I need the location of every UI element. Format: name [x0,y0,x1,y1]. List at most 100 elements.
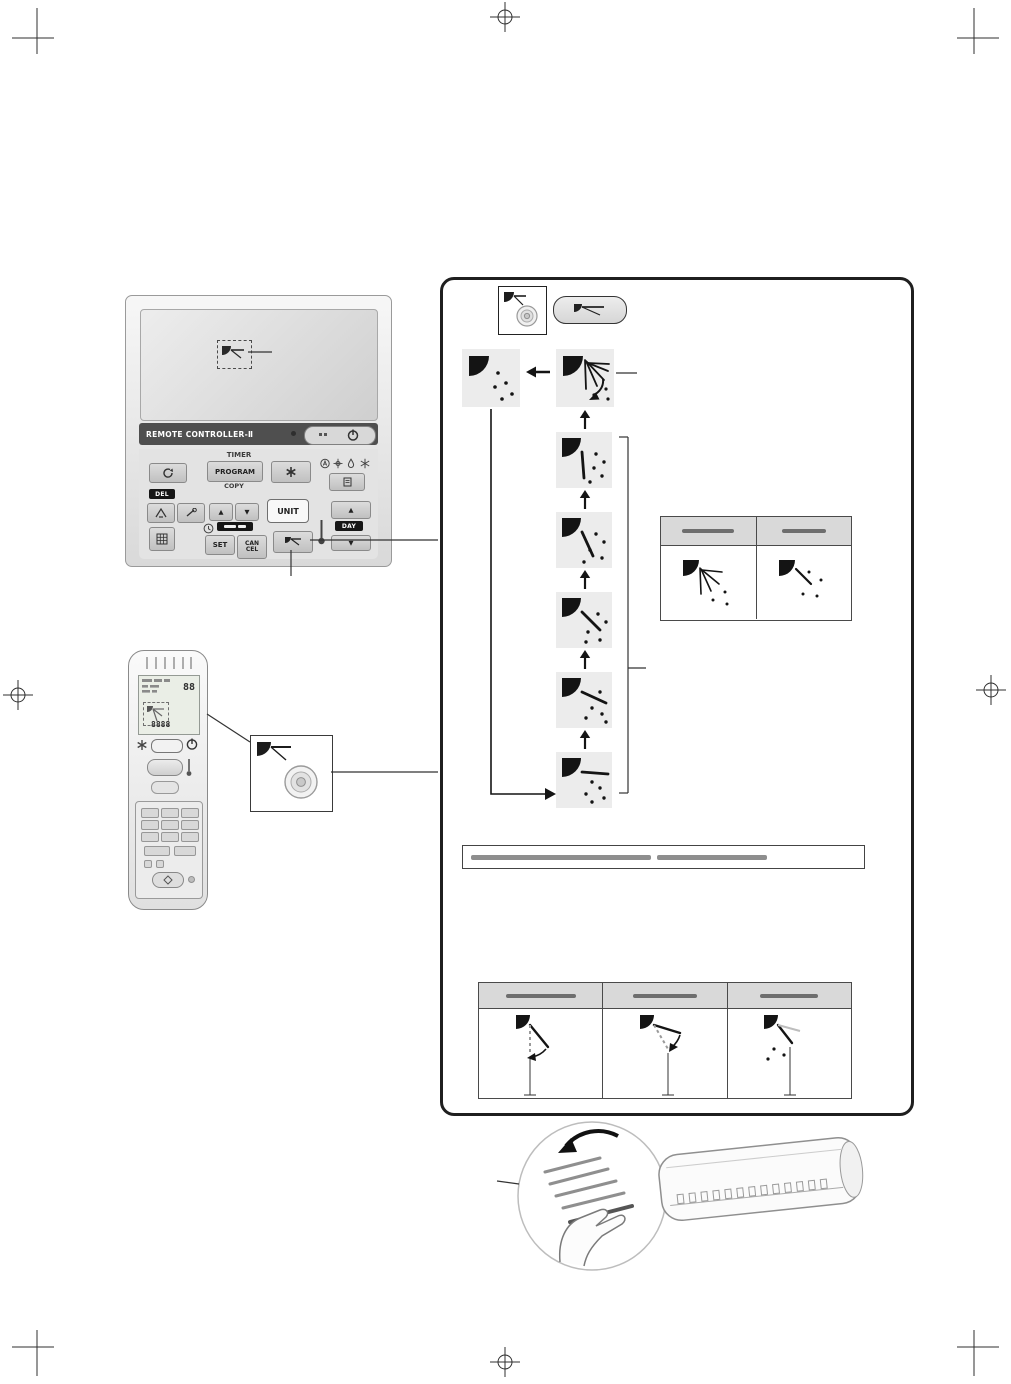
wired-remote-lcd [140,309,378,421]
fan-icon [286,467,296,477]
flap-control-zoom-box [250,735,333,812]
range-icon-heating [515,1015,549,1096]
timer-section-label: TIMER [226,451,252,459]
flap-range-table [478,982,852,1099]
note-text-placeholder-1 [471,854,651,860]
panel-switch-1[interactable] [144,860,152,868]
panel-oval-button[interactable] [152,872,184,888]
wired-remote-controller: REMOTE CONTROLLER-Ⅱ TIMER PROGRAM [125,295,392,567]
up-arrow-icon-2 [579,490,591,509]
day-label: DAY [341,522,357,530]
flap-pill-button[interactable] [553,296,627,324]
panel-button-7[interactable] [141,832,159,842]
power-icon [319,429,359,441]
program-button[interactable]: PROGRAM [207,461,263,482]
stop-cell-icon [778,559,823,597]
wired-remote-keypad: TIMER PROGRAM COPY [139,449,378,559]
flap-range-table-body [479,1009,851,1099]
document-icon [343,477,351,487]
wireless-mode-button[interactable] [151,739,183,753]
timer-off-text-placeholder [224,525,236,528]
left-arrow-icon [526,366,550,378]
flap-button[interactable] [273,531,313,553]
temp-down-button[interactable]: ▼ [331,535,371,551]
flap-control-zoom-graphic [257,742,318,799]
power-button[interactable] [304,425,376,445]
up-arrow-icon-3 [579,570,591,589]
clock-icon [203,523,214,534]
flap-range-table-header [479,983,851,1009]
program-label: PROGRAM [215,467,255,476]
range-cell-2 [602,1009,726,1099]
panel-switch-2[interactable] [156,860,164,868]
range-cell-3 [726,1009,851,1099]
grid-icon [156,533,168,545]
panel-button-9[interactable] [181,832,199,842]
range-icon-cooling [639,1015,682,1096]
thermometer-icon-small [186,759,192,776]
day-tag: DAY [335,521,363,531]
transmitter-vents [146,657,192,669]
flap-icon-position-5 [556,752,612,808]
panel-button-4[interactable] [141,820,159,830]
panel-button-6[interactable] [181,820,199,830]
lcd-temperature-digits: 88 [182,682,195,693]
note-text-placeholder-2 [657,854,767,860]
down-arrow-glyph: ▼ [244,508,250,516]
panel-button-3[interactable] [181,808,199,818]
timer-off-tag [217,522,253,531]
panel-button-10[interactable] [144,846,170,856]
del-tag: DEL [149,489,175,499]
thermometer-icon [318,520,325,545]
panel-button-5[interactable] [161,820,179,830]
remote-name-band: REMOTE CONTROLLER-Ⅱ [139,423,378,445]
copy-label: COPY [224,482,244,490]
flap-indicator-icon [222,346,244,359]
temp-up-button[interactable]: ▲ [331,501,371,519]
wireless-onoff-button[interactable] [147,759,183,776]
cancel-button[interactable]: CAN CEL [237,535,267,559]
panel-button-1[interactable] [141,808,159,818]
lcd-time-digits: 8888 [151,720,171,729]
wireless-lcd: 88 8888 [138,675,200,735]
panel-dot-button[interactable] [188,876,195,883]
mode-button[interactable] [149,463,187,483]
cancel-label-line1: CAN [244,540,260,547]
flap-icon-position-2 [556,512,612,568]
note-bar [462,845,865,869]
timer-down-button[interactable]: ▼ [235,503,259,521]
set-button[interactable]: SET [205,535,235,555]
schedule-button[interactable] [149,527,175,551]
range-header-1 [479,983,602,1008]
panel-button-8[interactable] [161,832,179,842]
vent-button[interactable] [147,503,175,523]
louver-icon [155,508,167,518]
range-header-3 [726,983,851,1008]
range-header-2 [602,983,726,1008]
up-arrow-glyph: ▲ [218,508,224,516]
indoor-unit-illustration [658,1136,864,1222]
wireless-lower-panel [135,801,203,899]
indicator-led [291,431,296,436]
cell-swing [661,546,756,619]
flap-icon-swing [556,349,614,407]
wireless-remote-controller: 88 8888 [128,650,208,910]
swing-cell-icon [683,559,729,605]
timer-up-button[interactable]: ▲ [209,503,233,521]
lcd-flap-icon [147,706,164,722]
panel-button-11[interactable] [174,846,196,856]
set-label: SET [212,541,228,549]
mode-select-button[interactable] [329,473,365,491]
cell-stop [755,546,852,619]
flap-dial-icon [504,292,538,327]
range-icon-fan [764,1015,801,1096]
filter-button[interactable] [177,503,205,523]
fan-speed-button[interactable] [271,461,311,483]
del-label: DEL [155,490,169,498]
wireless-temp-button[interactable] [151,781,179,794]
unit-button[interactable]: UNIT [267,499,309,523]
lcd-flap-indicator [143,702,169,726]
mode-icons [320,458,370,469]
panel-button-2[interactable] [161,808,179,818]
